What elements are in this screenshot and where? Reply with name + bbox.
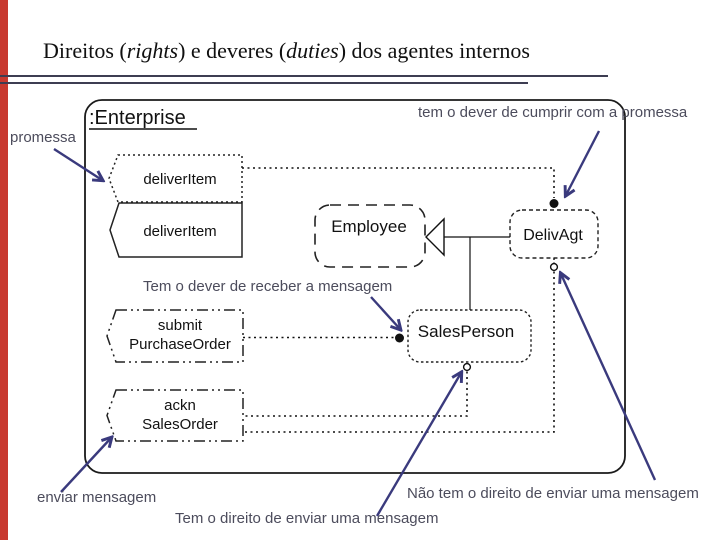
employee-box — [314, 204, 426, 268]
right-endpoint-salesperson — [462, 362, 472, 372]
tem-direito-arrow — [375, 373, 461, 517]
submit-purchase-order-shape — [106, 309, 244, 363]
cumprir-arrow — [566, 130, 601, 195]
annotation-arrows — [53, 130, 657, 517]
title-part-italic: duties — [286, 38, 339, 63]
title-part: ) e deveres ( — [178, 38, 287, 63]
page-title: Direitos (rights) e deveres (duties) dos… — [43, 38, 530, 64]
ackn-connector-salesperson — [243, 371, 468, 417]
annotation-tem-direito: Tem o direito de enviar uma mensagem — [175, 510, 439, 527]
enterprise-label: :Enterprise — [89, 107, 186, 129]
sales-person-box — [407, 309, 532, 363]
promise-connector — [242, 167, 555, 198]
sales-person-label: SalesPerson — [418, 322, 514, 341]
deliver-item-shape — [109, 202, 243, 258]
receber-arrow — [370, 296, 400, 329]
duty-endpoint-salesperson — [395, 333, 404, 343]
title-part: Direitos ( — [43, 38, 127, 63]
accent-bar — [0, 0, 8, 540]
submit-purchase-order-label-line1: submit — [158, 317, 203, 334]
title-part: ) dos agentes internos — [338, 38, 530, 63]
employee-label: Employee — [331, 217, 407, 236]
nao-tem-direito-arrow — [561, 274, 657, 481]
right-endpoint-delivagt — [549, 262, 559, 272]
ackn-sales-order-shape — [106, 389, 244, 442]
enviar-mensagem-arrow — [60, 438, 111, 493]
annotation-receber: Tem o dever de receber a mensagem — [143, 278, 393, 295]
promessa-arrow — [53, 147, 102, 180]
title-rule-short — [0, 82, 528, 84]
annotation-nao-tem-direito: Não tem o direito de enviar uma mensagem — [407, 485, 699, 502]
annotation-enviar-mensagem: enviar mensagem — [37, 489, 157, 506]
annotation-promessa: promessa — [10, 129, 76, 146]
deliv-agt-label: DelivAgt — [523, 227, 583, 244]
deliver-item-promise-shape — [108, 154, 243, 203]
title-part-italic: rights — [126, 38, 179, 63]
ackn-sales-order-label-line2: SalesOrder — [142, 416, 218, 433]
deliver-item-promise-label: deliverItem — [143, 171, 216, 188]
ackn-connector-delivagt — [243, 271, 555, 433]
deliver-item-label: deliverItem — [143, 223, 216, 240]
duty-endpoint-delivagt — [549, 199, 559, 208]
annotation-cumprir: tem o dever de cumprir com a promessa — [418, 104, 688, 121]
title-rule-long — [0, 75, 608, 77]
ackn-sales-order-label-line1: ackn — [164, 397, 196, 414]
submit-purchase-order-label-line2: PurchaseOrder — [129, 336, 231, 353]
